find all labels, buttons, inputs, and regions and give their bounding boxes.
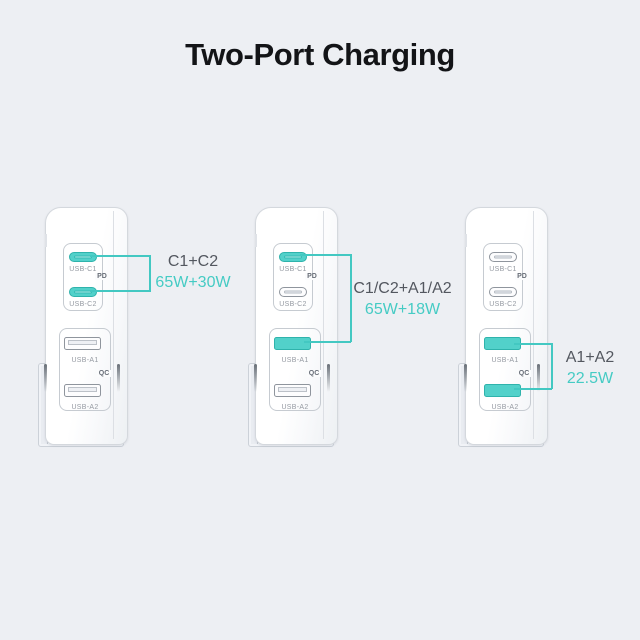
charger-device-2: USB-C1 USB-C2 PD USB-A1 USB-A2 QC <box>248 205 338 450</box>
stand-clip-left <box>44 364 47 392</box>
stand-clip-right <box>117 364 120 392</box>
callout2-ports: C1/C2+A1/A2 <box>353 280 452 297</box>
callout2-power: 65W+18W <box>364 301 441 318</box>
usb-c-slot-icon <box>284 255 302 259</box>
usb-c1-port <box>279 252 307 262</box>
callout3-line-a1 <box>514 343 552 345</box>
callout1-ports: C1+C2 <box>167 253 219 270</box>
body-notch <box>465 234 467 247</box>
usb-a2-label: USB-A2 <box>71 404 99 411</box>
usb-a-panel: USB-A1 USB-A2 <box>479 328 531 411</box>
callout3-power: 22.5W <box>566 370 614 387</box>
usb-a2-port <box>274 384 311 397</box>
usb-c-slot-icon <box>74 290 92 294</box>
body-notch <box>45 234 47 247</box>
usb-c2-label: USB-C2 <box>489 301 517 308</box>
callout3-line-a2 <box>514 388 552 390</box>
usb-c2-port <box>489 287 517 297</box>
usb-a2-port <box>484 384 521 397</box>
body-notch <box>255 234 257 247</box>
usb-c2-label: USB-C2 <box>69 301 97 308</box>
usb-c2-port <box>69 287 97 297</box>
stand-clip-left <box>254 364 257 392</box>
usb-a1-port <box>64 337 101 350</box>
usb-a2-label: USB-A2 <box>491 404 519 411</box>
usb-c1-label: USB-C1 <box>489 266 517 273</box>
page-title: Two-Port Charging <box>185 37 455 72</box>
pd-badge: PD <box>515 273 529 280</box>
stand-clip-right <box>537 364 540 392</box>
body-side-edge <box>323 211 324 439</box>
charger-body <box>45 207 128 445</box>
pd-badge: PD <box>305 273 319 280</box>
usb-a1-port <box>274 337 311 350</box>
usb-c1-label: USB-C1 <box>279 266 307 273</box>
usb-a-tongue-icon <box>278 387 307 392</box>
usb-c1-port <box>69 252 97 262</box>
stand-clip-right <box>327 364 330 392</box>
usb-a-panel: USB-A1 USB-A2 <box>269 328 321 411</box>
callout3-ports: A1+A2 <box>565 349 615 366</box>
usb-c-slot-icon <box>74 255 92 259</box>
usb-a1-label: USB-A1 <box>491 357 519 364</box>
callout2-line-c1 <box>300 254 351 256</box>
usb-a1-label: USB-A1 <box>71 357 99 364</box>
callout2-bracket <box>350 254 352 342</box>
qc-badge: QC <box>517 370 531 377</box>
usb-a-tongue-icon <box>68 340 97 345</box>
qc-badge: QC <box>307 370 321 377</box>
usb-a-panel: USB-A1 USB-A2 <box>59 328 111 411</box>
usb-c1-label: USB-C1 <box>69 266 97 273</box>
body-side-edge <box>533 211 534 439</box>
usb-a1-label: USB-A1 <box>281 357 309 364</box>
usb-a2-label: USB-A2 <box>281 404 309 411</box>
body-side-edge <box>113 211 114 439</box>
callout3-text: A1+A2 22.5W <box>556 347 624 389</box>
usb-c-slot-icon <box>494 255 512 259</box>
charger-body <box>465 207 548 445</box>
usb-c1-port <box>489 252 517 262</box>
usb-c-slot-icon <box>284 290 302 294</box>
charger-device-1: USB-C1 USB-C2 PD USB-A1 USB-A2 QC <box>38 205 128 450</box>
callout3-bracket <box>551 343 553 389</box>
usb-c2-port <box>279 287 307 297</box>
stand-clip-left <box>464 364 467 392</box>
callout1-text: C1+C2 65W+30W <box>150 251 236 293</box>
usb-c-panel: USB-C1 USB-C2 <box>273 243 313 311</box>
usb-a-tongue-icon <box>68 387 97 392</box>
qc-badge: QC <box>97 370 111 377</box>
callout1-bracket <box>149 255 151 292</box>
callout1-line-c2 <box>90 290 150 292</box>
callout1-line-c1 <box>90 255 150 257</box>
usb-c2-label: USB-C2 <box>279 301 307 308</box>
callout2-text: C1/C2+A1/A2 65W+18W <box>350 278 455 320</box>
usb-c-slot-icon <box>494 290 512 294</box>
charger-device-3: USB-C1 USB-C2 PD USB-A1 USB-A2 QC <box>458 205 548 450</box>
charger-body <box>255 207 338 445</box>
callout2-line-a1 <box>304 341 351 343</box>
usb-a2-port <box>64 384 101 397</box>
pd-badge: PD <box>95 273 109 280</box>
callout1-power: 65W+30W <box>155 274 231 291</box>
